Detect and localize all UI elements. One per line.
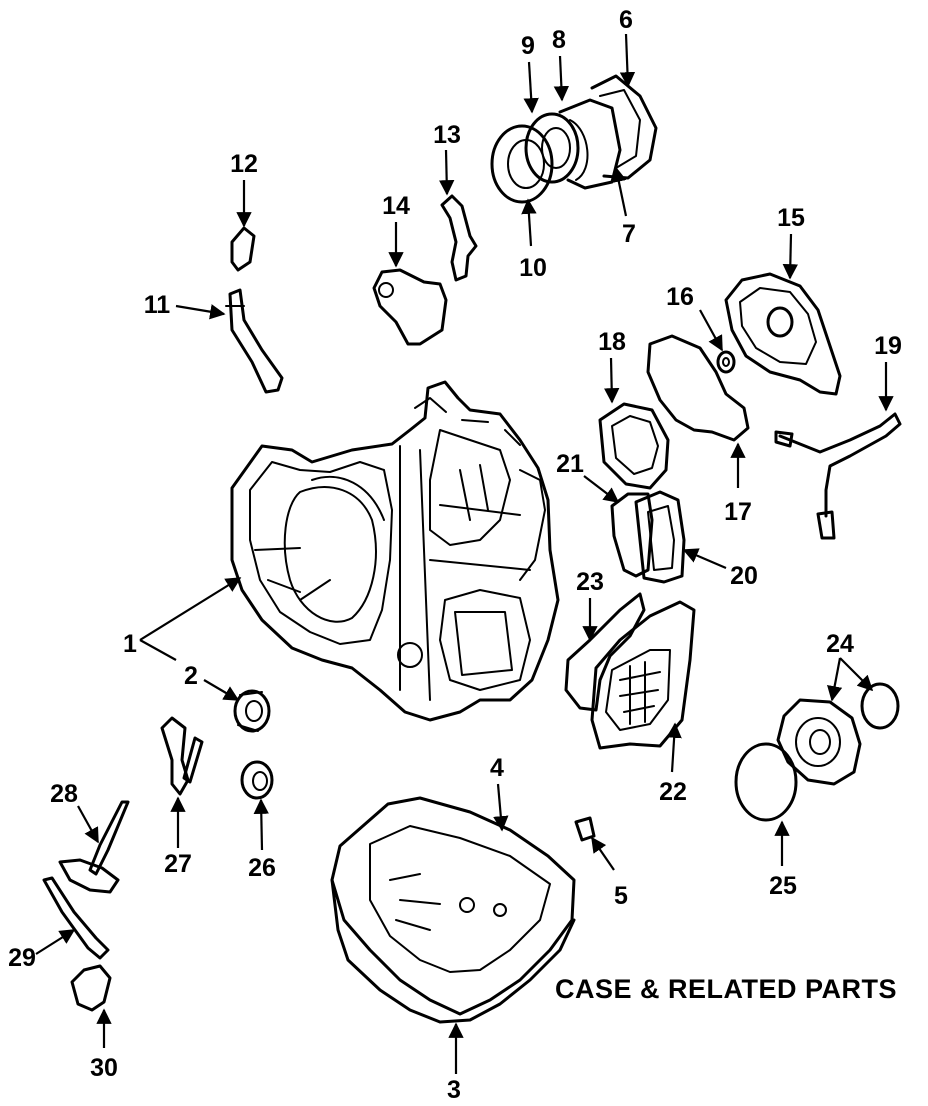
callout-20: 20 [730, 562, 758, 590]
part-24-servo [776, 698, 862, 786]
part-23-plate [564, 592, 646, 712]
part-13-bracket [440, 194, 478, 282]
callout-4: 4 [490, 754, 504, 782]
callout-8: 8 [552, 26, 566, 54]
part-5-plug [574, 816, 596, 842]
callout-9: 9 [521, 32, 535, 60]
callout-6: 6 [619, 6, 633, 34]
part-8-bearing [558, 98, 622, 190]
part-14-plate [372, 268, 448, 346]
callout-3: 3 [447, 1076, 461, 1104]
callout-29: 29 [8, 944, 36, 972]
part-2-seal [233, 689, 271, 733]
part-21-gasket [610, 492, 654, 578]
leader-lines [35, 33, 894, 1074]
part-29-rod [42, 876, 110, 960]
part-17-gasket [646, 334, 750, 442]
callout-27: 27 [164, 850, 192, 878]
part-18-ring [598, 402, 670, 490]
callout-25: 25 [769, 872, 797, 900]
callout-2: 2 [184, 662, 198, 690]
callout-13: 13 [433, 121, 461, 149]
part-10-seal [490, 124, 554, 204]
part-15-cover [724, 272, 842, 396]
part-30-bracket [70, 964, 112, 1012]
callout-11: 11 [144, 291, 171, 319]
part-11-tube [225, 288, 284, 394]
part-28-shift-lever [58, 800, 130, 894]
callout-17: 17 [724, 498, 752, 526]
callout-18: 18 [598, 328, 626, 356]
callout-14: 14 [382, 192, 410, 220]
callout-1: 1 [123, 630, 137, 658]
part-9-ring [524, 112, 580, 184]
part-19-sensor [774, 412, 902, 540]
callout-labels: 1 2 3 4 5 6 7 8 9 10 11 12 13 14 15 16 1… [8, 6, 902, 1104]
callout-23: 23 [576, 568, 604, 596]
part-3-oil-pan [330, 825, 576, 1024]
callout-30: 30 [90, 1054, 118, 1082]
callout-28: 28 [50, 780, 78, 808]
part-6-housing [590, 74, 658, 180]
callout-16: 16 [666, 283, 694, 311]
callout-10: 10 [519, 254, 547, 282]
part-16-seal [716, 350, 736, 374]
callout-19: 19 [874, 332, 902, 360]
part-22-valve-body [590, 600, 696, 750]
callout-26: 26 [248, 854, 276, 882]
part-4-gasket [330, 796, 576, 1016]
callout-21: 21 [556, 450, 584, 478]
callout-7: 7 [622, 220, 636, 248]
diagram-title: CASE & RELATED PARTS [555, 974, 898, 1004]
callout-22: 22 [659, 778, 687, 806]
part-24-cap [860, 682, 900, 730]
part-26-seal [240, 760, 274, 800]
part-25-oring [734, 742, 798, 822]
part-12-clip [230, 226, 256, 272]
transmission-case [230, 380, 560, 722]
callout-12: 12 [230, 150, 258, 178]
part-27-bracket [160, 716, 204, 796]
callout-5: 5 [614, 882, 628, 910]
callout-15: 15 [777, 204, 805, 232]
part-20-filter [634, 490, 686, 584]
callout-24: 24 [826, 630, 854, 658]
